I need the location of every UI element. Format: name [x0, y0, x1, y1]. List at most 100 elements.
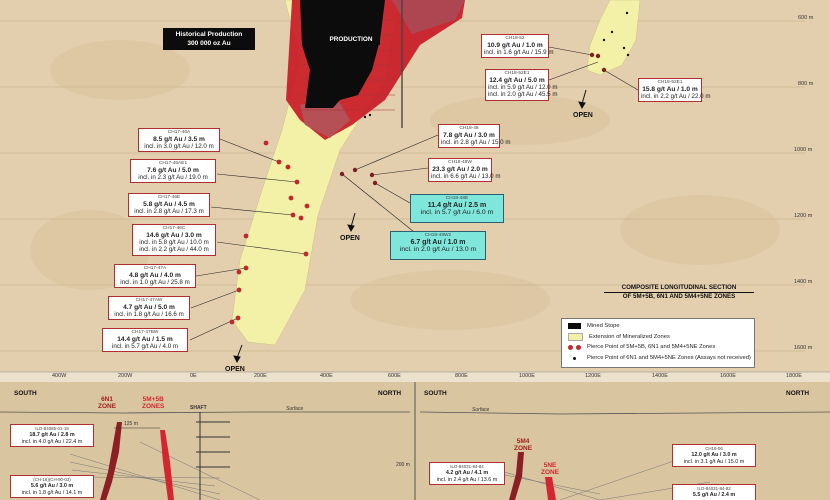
callout-ilo-84031-82: ILO-84031-84-82 5.5 g/t Au / 2.4 m	[672, 484, 756, 500]
callout-line2: incl. in 5.8 g/t Au / 10.0 m	[139, 239, 209, 247]
callout-ch18-48: CH18-48 7.8 g/t Au / 3.0 m incl. in 2.8 …	[438, 124, 510, 149]
callout-ch17-47bw: CH17-47BW 14.4 g/t Au / 1.5 m incl. in 5…	[102, 328, 188, 353]
callout-line2: incl. in 2.3 g/t Au / 19.0 m	[138, 174, 208, 182]
callout-line2: incl. in 5.7 g/t Au / 6.0 m	[420, 209, 494, 217]
easting-label: 200W	[118, 373, 133, 379]
callout-line1: 7.8 g/t Au / 3.0 m	[443, 132, 495, 139]
pierce-points-red	[229, 140, 310, 325]
surface-label-right: Surface	[472, 407, 490, 413]
callout-id: CH17-46A	[167, 130, 191, 135]
callout-line1: 6.7 g/t Au / 1.0 m	[410, 239, 466, 246]
callout-ch17-46ae1: CH17-46AE1 7.6 g/t Au / 5.0 m incl. in 2…	[130, 159, 216, 184]
callout-line2: incl. in 1.8 g/t Au / 16.6 m	[114, 311, 184, 319]
zone-label-line: ZONE	[541, 469, 560, 476]
cross-section-graphics	[0, 382, 830, 500]
easting-label: 400E	[320, 373, 333, 379]
zone-5ne-label: 5NE ZONE	[541, 462, 559, 476]
zone-5m5b-shape	[160, 430, 174, 500]
callout-line2: incl. in 1.8 g/t Au / 14.1 m	[21, 489, 83, 496]
distance-label: 125 m	[124, 421, 138, 427]
callout-id: CH18-52E1	[657, 80, 683, 85]
zone-5m4-shape	[509, 452, 524, 500]
legend-row-extension: Extension of Mineralized Zones	[568, 333, 670, 341]
legend: Mined Stope Extension of Mineralized Zon…	[561, 318, 755, 368]
pierce-points-dark	[339, 52, 607, 186]
callout-id: (CH-16)(CH-90-03)	[33, 477, 71, 482]
easting-label: 200E	[254, 373, 267, 379]
callout-line1: 4.8 g/t Au / 4.0 m	[129, 272, 181, 279]
callout-id: CH18-48W	[448, 160, 472, 165]
callout-line1: 4.2 g/t Au / 4.1 m	[445, 470, 489, 477]
easting-label: 1200E	[585, 373, 601, 379]
callout-line1: 12.4 g/t Au / 5.0 m	[489, 77, 545, 84]
callout-line2: incl. in 5.7 g/t Au / 4.0 m	[111, 343, 179, 351]
callout-id: CH18-52E1	[504, 71, 530, 76]
callout-line2: incl. in 2.4 g/t Au / 13.6 m	[436, 476, 498, 483]
zone-6n1-label: 6N1 ZONE	[98, 396, 116, 410]
easting-label: 1600E	[720, 373, 736, 379]
legend-label: Pierce Point of 5M+5B, 6N1 and 5M4+5NE Z…	[587, 344, 716, 350]
extension-zone-5m4-5ne	[586, 0, 641, 76]
callout-ch90-03: (CH-16)(CH-90-03) 5.6 g/t Au / 3.0 m inc…	[10, 475, 94, 499]
callout-line2: incl. in 3.1 g/t Au / 15.0 m	[683, 458, 745, 465]
legend-swatch-red-dots	[568, 344, 581, 350]
longitudinal-section: Historical Production 300 000 oz Au PROD…	[0, 0, 830, 382]
callout-id: CH17-47BW	[131, 330, 159, 335]
zone-label-line: 5M+5B	[142, 396, 164, 403]
surface-label-left: Surface	[286, 406, 304, 412]
callout-ch18-52: CH18-52 10.9 g/t Au / 1.0 m incl. in 1.6…	[481, 34, 553, 59]
pierce-points-black	[363, 11, 630, 119]
legend-row-mined-stope: Mined Stope	[568, 323, 620, 329]
callout-ch18-52e1: CH18-52E1 12.4 g/t Au / 5.0 m incl. in 5…	[485, 69, 558, 101]
zone-6n1-shape	[100, 422, 122, 500]
callout-ch18-48w: CH18-48W 23.3 g/t Au / 2.0 m incl. in 6.…	[428, 158, 501, 183]
callout-id: CH17-46E	[157, 195, 181, 200]
depth-label: 1600 m	[794, 345, 813, 351]
depth-label: 1400 m	[794, 279, 813, 285]
callout-ch17-46c: CH17-46C 14.6 g/t Au / 3.0 m incl. in 5.…	[132, 224, 216, 256]
callout-line2: incl. in 6.6 g/t Au / 13.0 m	[431, 173, 501, 181]
easting-label: 800E	[455, 373, 468, 379]
composite-title-line2: OF 5M+5B, 6N1 AND 5M4+5NE ZONES	[604, 291, 754, 301]
callout-ch18-48e: CH18-48E 11.4 g/t Au / 2.5 m incl. in 5.…	[410, 194, 504, 223]
legend-label: Pierce Point of 6N1 and 5M4+5NE Zones (A…	[587, 355, 751, 361]
zone-label-line: 6N1	[101, 396, 113, 403]
callout-id: ILO-84031-84-82	[697, 486, 731, 491]
callout-line1: 8.5 g/t Au / 3.5 m	[153, 136, 205, 143]
legend-swatch-black-dot	[568, 355, 581, 361]
callout-id: CH17-47A	[143, 266, 167, 271]
open-label-right: OPEN	[573, 112, 593, 119]
zone-label-line: ZONE	[98, 403, 117, 410]
composite-title-line1: COMPOSITE LONGITUDINAL SECTION	[621, 284, 737, 291]
callout-line2: incl. in 3.0 g/t Au / 12.0 m	[144, 143, 214, 151]
callout-line1: 5.8 g/t Au / 4.5 m	[143, 201, 195, 208]
callout-ch17-47aw: CH17-47AW 4.7 g/t Au / 5.0 m incl. in 1.…	[108, 296, 190, 321]
legend-label: Extension of Mineralized Zones	[589, 334, 670, 340]
callout-ch17-46e: CH17-46E 5.8 g/t Au / 4.5 m incl. in 2.8…	[128, 193, 210, 218]
depth-label: 800 m	[798, 81, 814, 87]
south-label-left: SOUTH	[14, 390, 37, 397]
callout-line1: 10.9 g/t Au / 1.0 m	[487, 42, 543, 49]
zone-5m5b-label: 5M+5B ZONES	[142, 396, 164, 410]
callout-line1: 11.4 g/t Au / 2.5 m	[427, 202, 487, 209]
easting-label: 1400E	[652, 373, 668, 379]
historical-production-title: Historical Production	[175, 31, 243, 38]
north-label-left: NORTH	[378, 390, 402, 397]
legend-row-pierce-black: Pierce Point of 6N1 and 5M4+5NE Zones (A…	[568, 355, 751, 361]
callout-id: CH17-47AW	[135, 298, 163, 303]
zone-5ne-shape	[545, 477, 556, 500]
callout-line1: 5.5 g/t Au / 2.4 m	[692, 492, 736, 499]
easting-label: 1000E	[519, 373, 535, 379]
north-label-right: NORTH	[786, 390, 810, 397]
callout-id: CH18-52	[505, 36, 525, 41]
depth-label-right: 200 m	[396, 462, 410, 468]
callout-line3: incl. in 2.0 g/t Au / 45.5 m	[488, 91, 558, 99]
legend-label: Mined Stope	[587, 323, 620, 329]
callout-id: ILO-84031-84-84	[450, 464, 484, 469]
callout-line2: incl. in 1.0 g/t Au / 25.8 m	[120, 279, 190, 287]
callout-line1: 5.6 g/t Au / 3.0 m	[30, 483, 74, 490]
cross-sections: SOUTH NORTH SOUTH NORTH 6N1 ZONE 5M+5B Z…	[0, 382, 830, 500]
historical-production-label: Historical Production 300 000 oz Au	[163, 28, 255, 50]
south-label-right: SOUTH	[424, 390, 447, 397]
callout-ch18-48w2: CH18-48W2 6.7 g/t Au / 1.0 m incl. in 2.…	[390, 231, 486, 260]
